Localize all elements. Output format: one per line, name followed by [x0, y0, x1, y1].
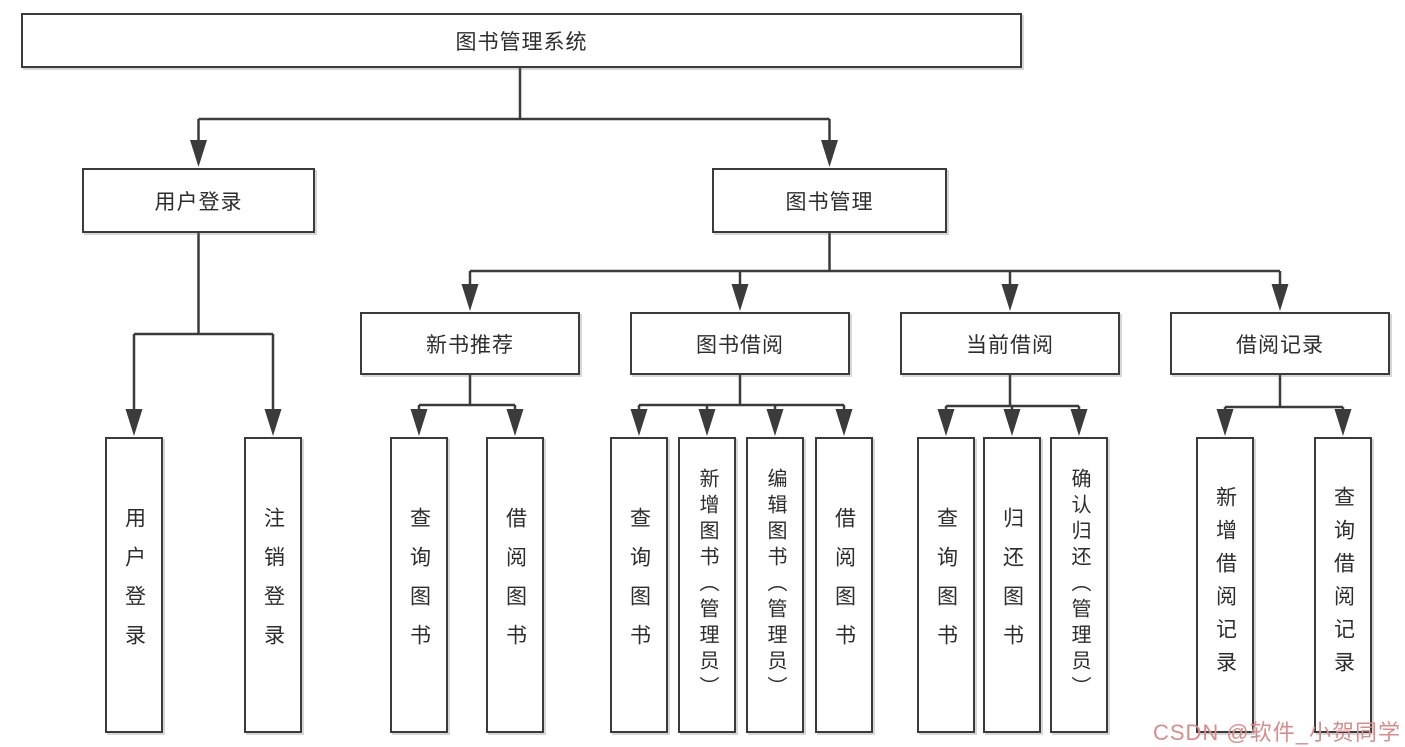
- node-borrow-records: 借阅记录: [1170, 312, 1390, 375]
- leaf-current-query-books: 查询图书: [917, 437, 975, 733]
- leaf-recommend-query-books-label: 查询图书: [407, 507, 431, 663]
- node-book-management-label: 图书管理: [785, 190, 874, 214]
- leaf-records-add-record: 新增借阅记录: [1196, 437, 1254, 733]
- leaf-borrow-edit-books: 编辑图书（管理员）: [746, 437, 804, 733]
- connector-recommend-children: [410, 373, 524, 436]
- leaf-borrow-borrow-books: 借阅图书: [815, 437, 873, 733]
- leaf-logout: 注销登录: [244, 437, 302, 733]
- leaf-records-query-record: 查询借阅记录: [1314, 437, 1372, 733]
- leaf-user-login: 用户登录: [105, 437, 163, 733]
- node-current-borrow-label: 当前借阅: [966, 333, 1054, 357]
- leaf-recommend-borrow-books: 借阅图书: [486, 437, 544, 733]
- leaf-recommend-borrow-books-label: 借阅图书: [503, 507, 527, 663]
- leaf-user-login-label: 用户登录: [122, 507, 146, 663]
- node-current-borrow: 当前借阅: [900, 312, 1120, 375]
- connector-book-management-children: [461, 231, 1289, 311]
- leaf-logout-label: 注销登录: [261, 507, 285, 663]
- leaf-borrow-edit-books-label: 编辑图书（管理员）: [764, 468, 786, 702]
- node-book-borrow: 图书借阅: [630, 312, 850, 375]
- csdn-watermark: CSDN @软件_小贺同学: [1152, 720, 1401, 745]
- leaf-recommend-query-books: 查询图书: [390, 437, 448, 733]
- connector-user-login-children: [125, 231, 282, 436]
- node-book-management: 图书管理: [712, 168, 947, 233]
- leaf-borrow-query-books: 查询图书: [610, 437, 668, 733]
- leaf-current-return-books-label: 归还图书: [1000, 507, 1024, 663]
- connector-current-children: [937, 373, 1088, 436]
- leaf-borrow-add-books-label: 新增图书（管理员）: [696, 468, 718, 702]
- connector-borrow-children: [630, 373, 853, 436]
- leaf-borrow-query-books-label: 查询图书: [627, 507, 651, 663]
- connector-root-to-level2: [190, 66, 838, 167]
- node-book-borrow-label: 图书借阅: [696, 333, 784, 357]
- leaf-current-confirm-return: 确认归还（管理员）: [1050, 437, 1108, 733]
- node-new-book-recommend-label: 新书推荐: [426, 333, 514, 357]
- node-root: 图书管理系统: [21, 13, 1022, 68]
- node-user-login-label: 用户登录: [154, 190, 243, 214]
- leaf-current-return-books: 归还图书: [983, 437, 1041, 733]
- leaf-current-confirm-return-label: 确认归还（管理员）: [1068, 468, 1090, 702]
- node-root-label: 图书管理系统: [455, 30, 588, 54]
- leaf-current-query-books-label: 查询图书: [934, 507, 958, 663]
- leaf-borrow-add-books: 新增图书（管理员）: [678, 437, 736, 733]
- node-user-login: 用户登录: [82, 168, 315, 233]
- leaf-borrow-borrow-books-label: 借阅图书: [832, 507, 856, 663]
- leaf-records-query-record-label: 查询借阅记录: [1331, 486, 1355, 684]
- node-new-book-recommend: 新书推荐: [360, 312, 580, 375]
- node-borrow-records-label: 借阅记录: [1236, 333, 1324, 357]
- leaf-records-add-record-label: 新增借阅记录: [1213, 486, 1237, 684]
- connector-records-children: [1216, 373, 1352, 436]
